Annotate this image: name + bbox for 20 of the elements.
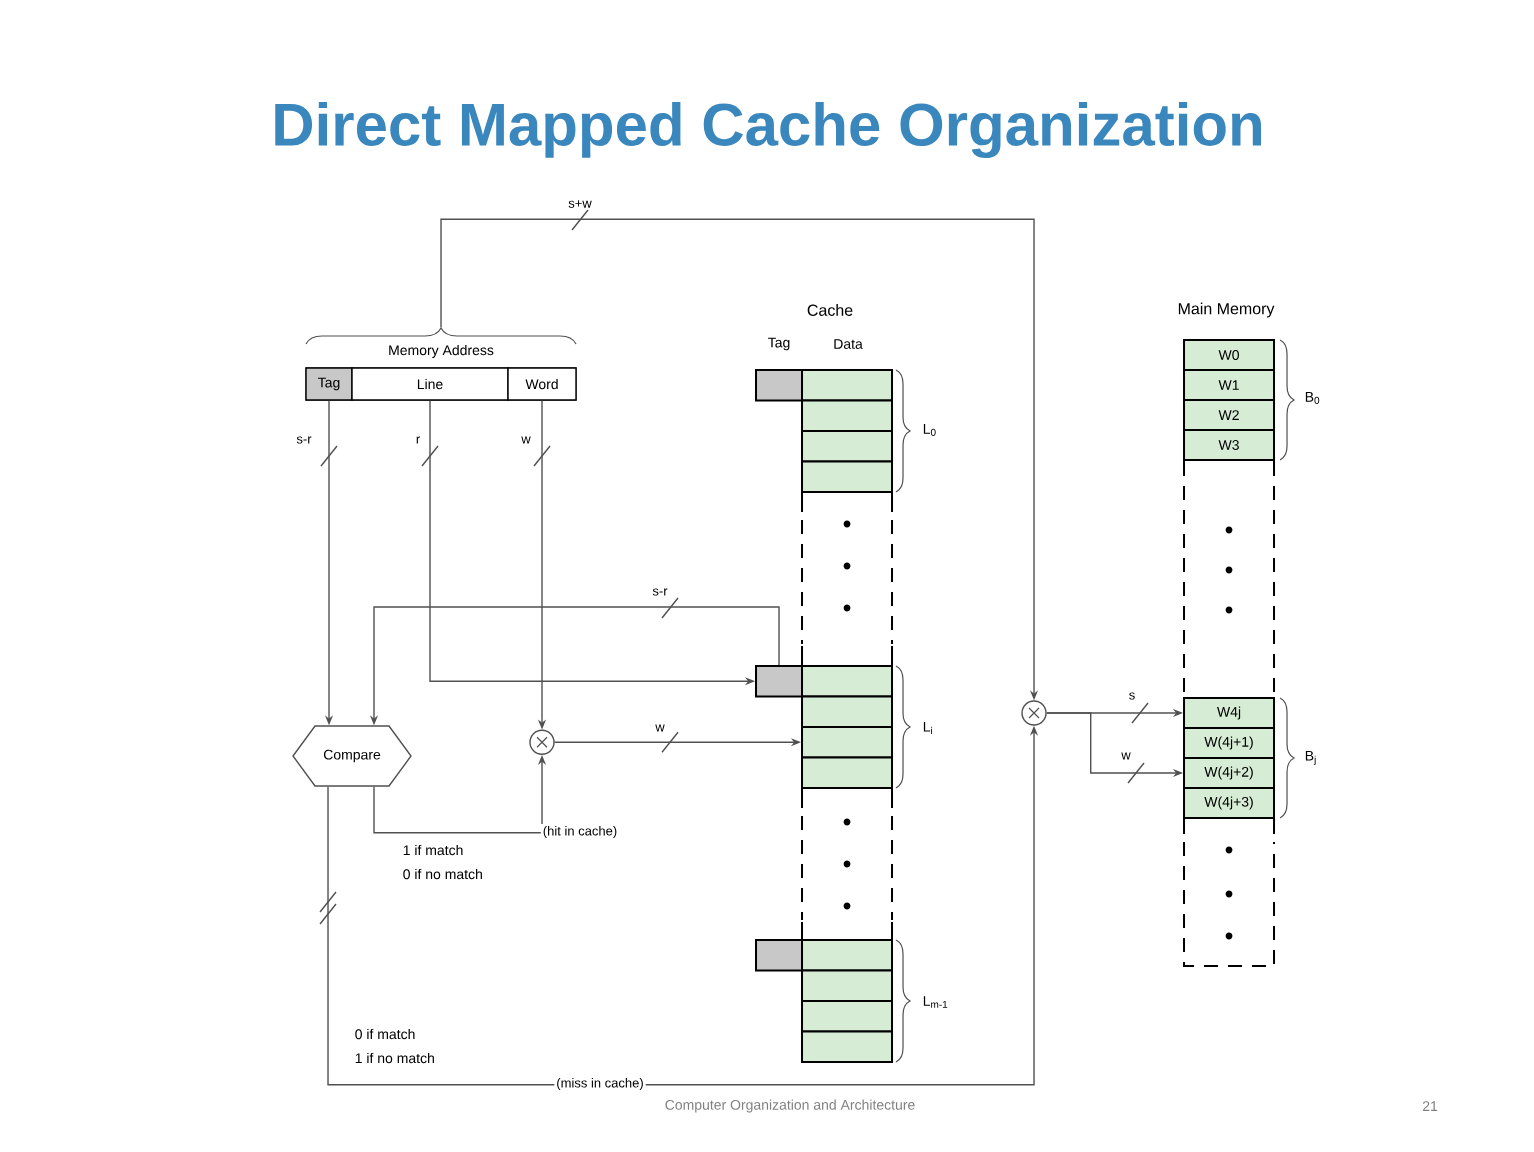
data-cell	[801, 756, 893, 789]
tag-cell	[755, 665, 803, 698]
data-cell	[801, 695, 893, 728]
tag-cell	[755, 369, 803, 402]
data-cell	[801, 1030, 893, 1063]
column-heading: Cache	[807, 304, 853, 316]
title: Direct Mapped Cache Organization	[275, 101, 1261, 159]
data-cell	[801, 969, 893, 1002]
column-heading: Main Memory	[1178, 302, 1275, 318]
multiplexer-symbol	[529, 729, 555, 755]
data-cell	[801, 665, 893, 698]
data-cell	[801, 939, 893, 972]
data-cell	[801, 460, 893, 493]
data-cell	[801, 369, 893, 402]
data-cell	[801, 726, 893, 759]
tag-cell	[755, 939, 803, 972]
multiplexer-symbol	[1021, 700, 1047, 726]
data-cell	[801, 430, 893, 463]
data-cell	[801, 399, 893, 432]
data-cell	[801, 1000, 893, 1033]
